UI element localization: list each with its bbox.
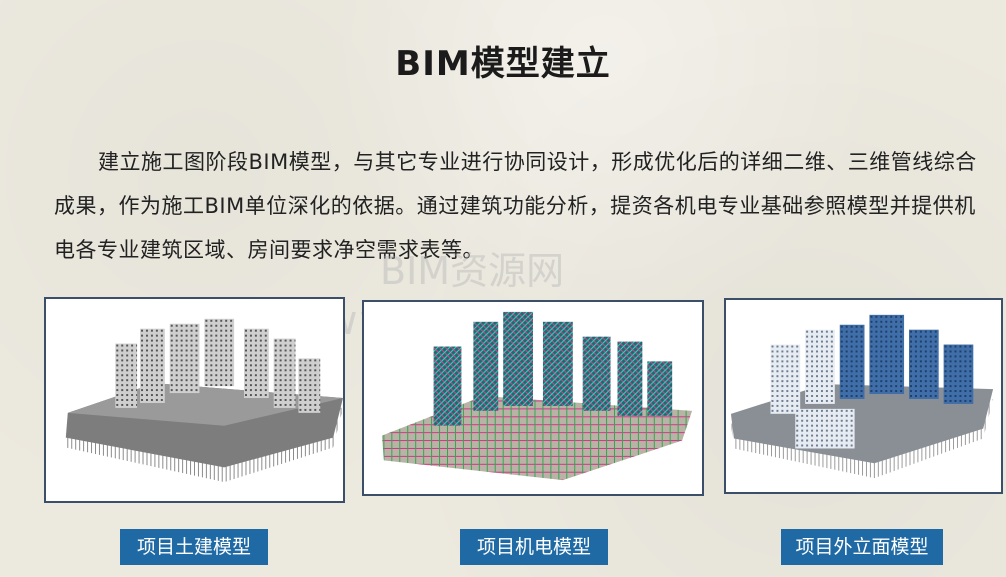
mep-model-caption: 项目机电模型 <box>460 529 608 565</box>
facade-model-image <box>724 298 1003 494</box>
civil-model-image <box>44 297 345 503</box>
description-paragraph: 建立施工图阶段BIM模型，与其它专业进行协同设计，形成优化后的详细二维、三维管线… <box>54 150 977 262</box>
mep-model-image <box>362 300 704 496</box>
page-title: BIM模型建立 <box>395 44 611 84</box>
facade-model-caption: 项目外立面模型 <box>781 529 943 565</box>
civil-model-caption: 项目土建模型 <box>120 529 268 565</box>
